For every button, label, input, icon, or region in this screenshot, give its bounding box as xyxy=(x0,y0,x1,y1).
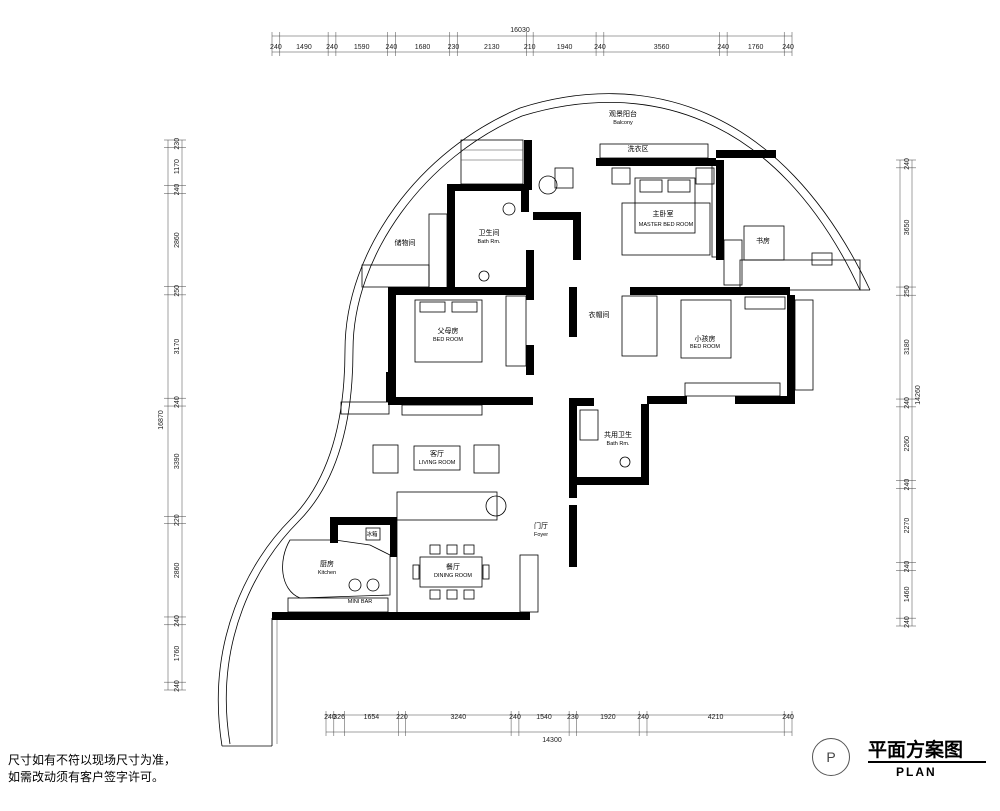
balcony-label-cn: 观景阳台 xyxy=(609,109,637,118)
minibar-label: MINI BAR xyxy=(348,599,372,605)
dimension-value: 1460 xyxy=(904,586,911,602)
dimension-value: 240 xyxy=(386,44,398,51)
dimension-value: 240 xyxy=(717,44,729,51)
dimension-value: 240 xyxy=(594,44,606,51)
dimension-value: 240 xyxy=(782,714,794,721)
public-bath-label-cn: 共用卫生 xyxy=(604,430,632,439)
bath1-label-en: Bath Rm. xyxy=(478,239,501,245)
storage-label-cn: 储物间 xyxy=(395,238,416,247)
dimension-value: 3390 xyxy=(174,453,181,469)
washer-label: 洗衣区 xyxy=(628,144,649,153)
dimension-value: 1760 xyxy=(174,646,181,662)
note-line-1: 尺寸如有不符以现场尺寸为准， xyxy=(8,753,177,767)
dimension-value: 240 xyxy=(904,561,911,573)
dimension-value: 2130 xyxy=(484,44,500,51)
parents-label-en: BED ROOM xyxy=(433,337,463,343)
dimension-value: 326 xyxy=(333,714,345,721)
curved-balcony-outline xyxy=(218,93,871,747)
dimension-value: 240 xyxy=(904,158,911,170)
drawing-title-en: PLAN xyxy=(896,765,937,779)
dimension-value: 240 xyxy=(637,714,649,721)
dimension-value: 240 xyxy=(782,44,794,51)
dimension-value: 1680 xyxy=(415,44,431,51)
dimension-value: 1590 xyxy=(354,44,370,51)
right-total-dimension: 14260 xyxy=(915,385,922,405)
top-total-dimension: 16030 xyxy=(510,27,530,34)
foyer-label-cn: 门厅 xyxy=(534,521,548,530)
dimension-value: 3180 xyxy=(904,339,911,355)
dimension-value: 230 xyxy=(174,138,181,150)
north-symbol: P xyxy=(812,738,850,776)
partitions-and-windows xyxy=(340,139,861,613)
right-dimension-chain: 14260 240 3650 250 3180 240 2260 240 2270 240 146… xyxy=(896,158,922,628)
kitchen-label-cn: 厨房 xyxy=(320,559,334,568)
dimension-value: 1940 xyxy=(557,44,573,51)
title-underline xyxy=(868,761,986,763)
top-dimension-chain: 16030 240 1490 240 1590 240 1680 230 2130 210 194… xyxy=(270,27,794,56)
dimension-value: 1920 xyxy=(600,714,616,721)
dimension-value: 240 xyxy=(904,397,911,409)
note-line-2: 如需改动须有客户签字许可。 xyxy=(8,770,165,784)
left-dimension-chain: 16870 230 1170 240 2860 250 3170 240 3390 220 286… xyxy=(158,138,186,692)
dimension-value: 3170 xyxy=(174,339,181,355)
fridge-label: 冰箱 xyxy=(366,530,378,538)
dimension-value: 240 xyxy=(270,44,282,51)
dimension-value: 2860 xyxy=(174,562,181,578)
child-label-cn: 小孩房 xyxy=(695,334,716,343)
dimension-value: 240 xyxy=(174,615,181,627)
child-label-en: BED ROOM xyxy=(690,344,720,350)
dining-label-cn: 餐厅 xyxy=(446,562,460,571)
dimension-value: 240 xyxy=(904,479,911,491)
dimension-value: 1760 xyxy=(748,44,764,51)
living-label-en: LIVING ROOM xyxy=(419,460,456,466)
dimension-value: 3650 xyxy=(904,220,911,236)
dimension-value: 1490 xyxy=(296,44,312,51)
dimension-value: 2270 xyxy=(904,518,911,534)
dimension-value: 3240 xyxy=(451,714,467,721)
left-total-dimension: 16870 xyxy=(158,410,165,430)
closet-label-cn: 衣帽间 xyxy=(589,310,610,319)
balcony-label-en: Balcony xyxy=(613,120,633,126)
dimension-value: 250 xyxy=(174,285,181,297)
master-label-cn: 主卧室 xyxy=(653,209,674,218)
bath1-label-cn: 卫生间 xyxy=(479,228,500,237)
dimension-value: 220 xyxy=(174,514,181,526)
master-label-en: MASTER BED ROOM xyxy=(639,222,694,228)
living-label-cn: 客厅 xyxy=(430,449,444,458)
dimension-value: 3560 xyxy=(654,44,670,51)
dimension-value: 2260 xyxy=(904,436,911,452)
kitchen-label-en: Kitchen xyxy=(318,570,336,576)
drawing-title-cn: 平面方案图 xyxy=(868,739,964,761)
dimension-value: 240 xyxy=(174,680,181,692)
furniture xyxy=(282,161,833,613)
dimension-value: 240 xyxy=(174,396,181,408)
study-label-cn: 书房 xyxy=(756,236,770,245)
dimension-value: 220 xyxy=(396,714,408,721)
dimension-value: 230 xyxy=(567,714,579,721)
room-labels: 观景阳台 Balcony 洗衣区 储物间 卫生间 Bath Rm. 主卧室 MA… xyxy=(318,109,770,605)
dimension-value: 250 xyxy=(904,285,911,297)
dimension-value: 1654 xyxy=(364,714,380,721)
foyer-label-en: Foyer xyxy=(534,532,548,538)
structural-walls xyxy=(272,140,795,620)
dimension-value: 1170 xyxy=(174,159,181,174)
parents-label-cn: 父母房 xyxy=(438,326,459,335)
dimension-value: 4210 xyxy=(708,714,724,721)
dimension-value: 240 xyxy=(326,44,338,51)
dimension-value: 240 xyxy=(174,184,181,196)
dimension-value: 2860 xyxy=(174,232,181,248)
bottom-total-dimension: 14300 xyxy=(542,737,562,744)
dimension-value: 210 xyxy=(524,44,536,51)
dimension-value: 240 xyxy=(904,616,911,628)
dimension-value: 240 xyxy=(324,714,336,721)
dimension-value: 230 xyxy=(448,44,460,51)
dimension-value: 1540 xyxy=(536,714,552,721)
dimension-value: 240 xyxy=(509,714,521,721)
dining-label-en: DINING ROOM xyxy=(434,573,472,579)
public-bath-label-en: Bath Rm. xyxy=(607,441,630,447)
